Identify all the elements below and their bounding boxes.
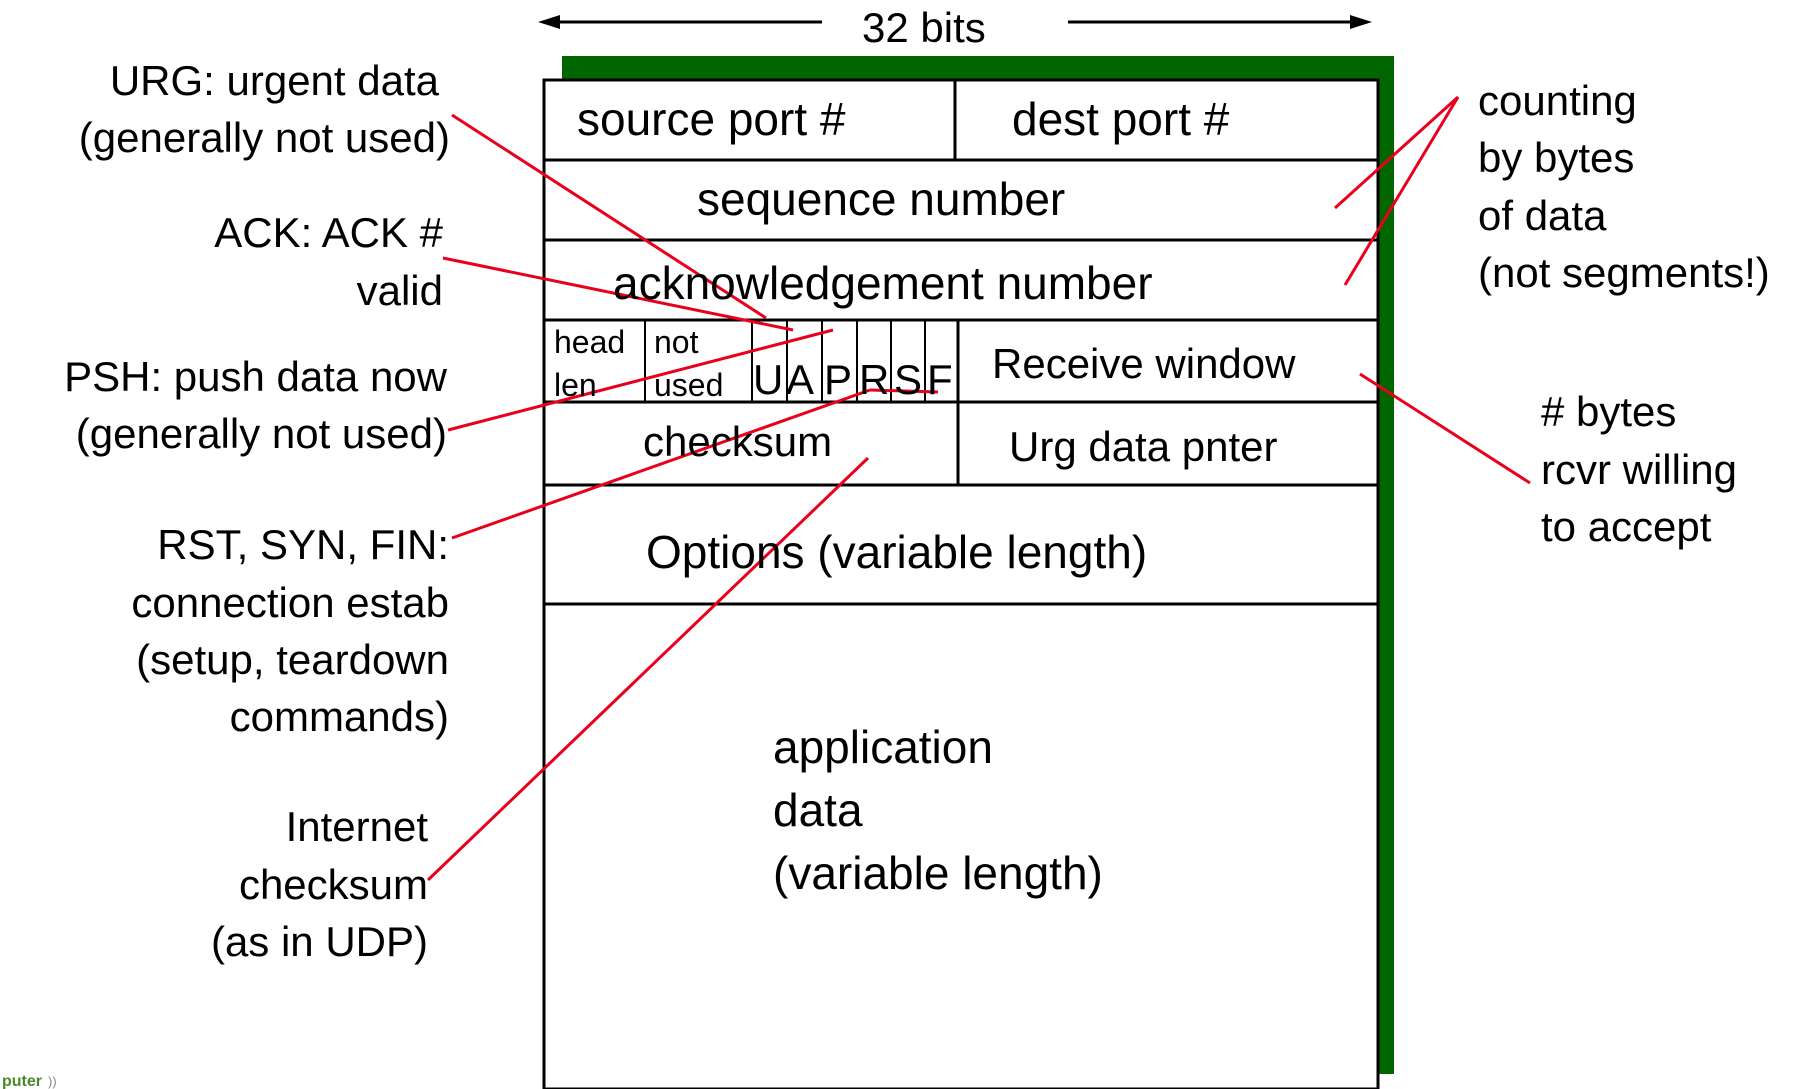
annotation-window-line2: rcvr willing bbox=[1541, 446, 1738, 493]
annotation-rst-line1: RST, SYN, FIN: bbox=[157, 521, 449, 568]
annotation-counting-line1: counting bbox=[1478, 77, 1637, 124]
annotation-ack-line1: ACK: ACK # bbox=[214, 209, 443, 256]
flag-r: R bbox=[859, 356, 890, 403]
annotation-checksum-line2: checksum bbox=[238, 861, 428, 908]
flag-a: A bbox=[786, 356, 815, 403]
annotation-rst-line2: connection estab bbox=[131, 579, 449, 626]
annotation-rst-line4: commands) bbox=[229, 693, 449, 740]
pointer-rcv-window bbox=[1359, 372, 1531, 485]
field-options: Options (variable length) bbox=[646, 526, 1148, 578]
field-ack-number: acknowledgement number bbox=[613, 257, 1153, 309]
annotation-counting-line3: of data bbox=[1478, 192, 1607, 239]
field-app-data-line3: (variable length) bbox=[773, 847, 1103, 899]
field-sequence-number: sequence number bbox=[697, 173, 1066, 225]
width-arrowhead-left bbox=[538, 15, 560, 29]
annotation-checksum-line3: (as in UDP) bbox=[210, 918, 428, 965]
field-checksum: checksum bbox=[643, 418, 833, 465]
segment-box bbox=[542, 78, 1380, 1089]
pointer-seq-count bbox=[1333, 95, 1460, 210]
field-source-port: source port # bbox=[577, 93, 846, 145]
annotation-psh-line2: (generally not used) bbox=[75, 410, 447, 457]
pointer-ack-count bbox=[1343, 96, 1460, 286]
field-not-used-line2: used bbox=[654, 367, 724, 403]
annotation-ack-line2: valid bbox=[356, 267, 443, 314]
logo-icon: puter )) bbox=[2, 1073, 57, 1089]
field-app-data-line1: application bbox=[773, 721, 993, 773]
width-label: 32 bits bbox=[862, 4, 986, 51]
annotation-counting-line2: by bytes bbox=[1478, 134, 1635, 181]
annotation-checksum-line1: Internet bbox=[285, 803, 428, 850]
svg-text:)): )) bbox=[48, 1074, 57, 1089]
field-dest-port: dest port # bbox=[1012, 93, 1230, 145]
annotation-urg-line2: (generally not used) bbox=[78, 114, 450, 161]
annotation-window-line1: # bytes bbox=[1541, 388, 1677, 435]
field-urg-pointer: Urg data pnter bbox=[1009, 423, 1278, 470]
annotation-urg-line1: URG: urgent data bbox=[109, 57, 439, 104]
annotation-counting-line4: (not segments!) bbox=[1478, 249, 1770, 296]
field-not-used-line1: not bbox=[654, 324, 699, 360]
field-app-data-line2: data bbox=[773, 784, 863, 836]
width-arrowhead-right bbox=[1350, 15, 1372, 29]
field-receive-window: Receive window bbox=[992, 340, 1296, 387]
flag-s: S bbox=[894, 356, 923, 403]
field-head-len-line1: head bbox=[554, 324, 626, 360]
annotation-rst-line3: (setup, teardown bbox=[136, 636, 449, 683]
annotation-psh-line1: PSH: push data now bbox=[64, 353, 447, 400]
field-head-len-line2: len bbox=[554, 367, 597, 403]
flag-u: U bbox=[753, 356, 784, 403]
flag-p: P bbox=[824, 356, 853, 403]
flag-f: F bbox=[927, 356, 953, 403]
annotation-window-line3: to accept bbox=[1541, 503, 1712, 550]
svg-text:puter: puter bbox=[2, 1073, 42, 1089]
